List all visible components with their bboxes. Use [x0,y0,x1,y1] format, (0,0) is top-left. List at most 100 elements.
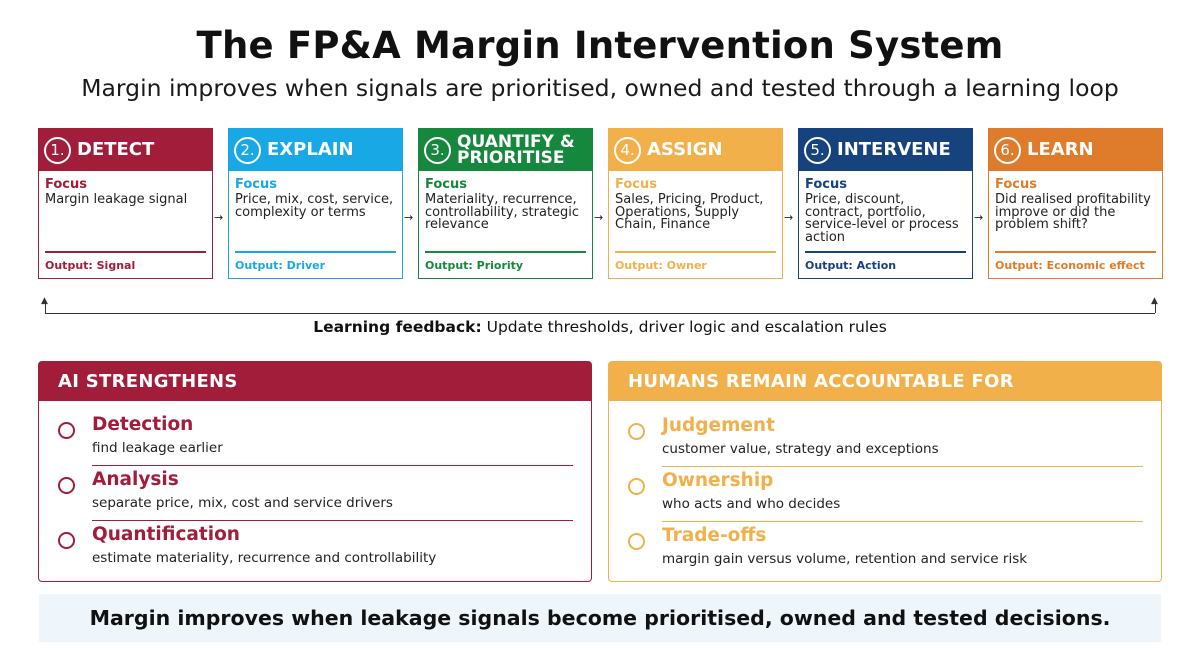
circle-icon [628,533,645,550]
stage-header: 5. INTERVENE [799,129,972,171]
feedback-loop-left-riser [45,300,46,313]
human-accountability-panel: HUMANS REMAIN ACCOUNTABLE FOR Judgement … [608,361,1162,582]
circle-icon [628,478,645,495]
stage-body: Focus Margin leakage signal Output: Sign… [39,171,212,278]
stage-output: Output: Priority [425,259,524,272]
item-divider [92,520,573,521]
learning-feedback: Learning feedback: Update thresholds, dr… [0,318,1200,336]
ai-item-analysis: Analysis separate price, mix, cost and s… [58,469,573,521]
stage-header: 2. EXPLAIN [229,129,402,171]
circle-icon [58,477,75,494]
item-divider [92,465,573,466]
focus-text: Did realised profitability improve or di… [995,192,1151,232]
item-name: Ownership [662,470,774,491]
page-title: The FP&A Margin Intervention System [196,24,1004,67]
circle-icon [628,423,645,440]
stage-header: 1. DETECT [39,129,212,171]
focus-label: Focus [615,177,657,192]
flow-arrow-icon: → [214,211,224,224]
focus-text: Materiality, recurrence, controllability… [425,192,580,232]
stage-title: LEARN [1027,139,1094,160]
item-description: customer value, strategy and exceptions [662,441,939,457]
item-name: Analysis [92,469,179,490]
stage-body: Focus Did realised profitability improve… [989,171,1162,278]
stage-number: 5. [804,136,831,164]
stage-title: INTERVENE [837,139,951,160]
item-divider [662,466,1143,467]
stage-title: QUANTIFY & PRIORITISE [457,132,575,168]
panel-title: AI STRENGTHENS [39,362,591,401]
focus-label: Focus [805,177,847,192]
stage-divider [45,251,206,253]
panel-title: HUMANS REMAIN ACCOUNTABLE FOR [609,362,1161,401]
focus-label: Focus [45,177,87,192]
stage-assign: 4. ASSIGN Focus Sales, Pricing, Product,… [608,128,783,279]
stage-body: Focus Sales, Pricing, Product, Operation… [609,171,782,278]
stage-divider [805,251,966,253]
stage-number: 6. [994,136,1021,164]
stage-output: Output: Economic effect [995,259,1145,272]
arrow-up-icon: ▲ [1151,296,1158,306]
item-name: Quantification [92,524,240,545]
stage-explain: 2. EXPLAIN Focus Price, mix, cost, servi… [228,128,403,279]
item-description: margin gain versus volume, retention and… [662,551,1028,567]
stage-number: 2. [234,136,261,164]
item-name: Trade-offs [662,525,767,546]
stage-learn: 6. LEARN Focus Did realised profitabilit… [988,128,1163,279]
flow-arrow-icon: → [594,211,604,224]
stage-divider [425,251,586,253]
conclusion-banner: Margin improves when leakage signals bec… [39,594,1161,642]
stage-body: Focus Materiality, recurrence, controlla… [419,171,592,278]
stage-header: 4. ASSIGN [609,129,782,171]
item-name: Judgement [662,415,775,436]
stage-output: Output: Driver [235,259,326,272]
stage-title: EXPLAIN [267,139,354,160]
stage-output: Output: Signal [45,259,136,272]
human-item-judgement: Judgement customer value, strategy and e… [628,415,1143,467]
stage-quantify-prioritise: 3. QUANTIFY & PRIORITISE Focus Materiali… [418,128,593,279]
stage-body: Focus Price, mix, cost, service, complex… [229,171,402,278]
item-name: Detection [92,414,194,435]
focus-label: Focus [425,177,467,192]
focus-text: Price, mix, cost, service, complexity or… [235,192,394,220]
feedback-loop-right-riser [1155,300,1156,313]
stage-detect: 1. DETECT Focus Margin leakage signal Ou… [38,128,213,279]
stage-body: Focus Price, discount, contract, portfol… [799,171,972,278]
stage-divider [995,251,1156,253]
human-item-trade-offs: Trade-offs margin gain versus volume, re… [628,525,1143,577]
feedback-label: Learning feedback: [313,318,482,336]
stage-title: ASSIGN [647,139,723,160]
stage-output: Output: Action [805,259,897,272]
stage-output: Output: Owner [615,259,707,272]
stage-header: 6. LEARN [989,129,1162,171]
stage-divider [615,251,776,253]
stage-number: 4. [614,136,641,164]
flow-arrow-icon: → [784,211,794,224]
item-description: estimate materiality, recurrence and con… [92,550,437,566]
stage-number: 3. [424,136,451,164]
stage-title: DETECT [77,139,155,160]
human-item-ownership: Ownership who acts and who decides [628,470,1143,522]
focus-label: Focus [235,177,277,192]
flow-arrow-icon: → [404,211,414,224]
item-description: separate price, mix, cost and service dr… [92,495,393,511]
stage-intervene: 5. INTERVENE Focus Price, discount, cont… [798,128,973,279]
arrow-up-icon: ▲ [41,296,48,306]
ai-item-quantification: Quantification estimate materiality, rec… [58,524,573,576]
focus-text: Margin leakage signal [45,192,188,207]
item-description: find leakage earlier [92,440,223,456]
circle-icon [58,422,75,439]
flow-arrow-icon: → [974,211,984,224]
focus-text: Price, discount, contract, portfolio, se… [805,192,959,245]
stage-header: 3. QUANTIFY & PRIORITISE [419,129,592,171]
feedback-text: Update thresholds, driver logic and esca… [481,318,887,336]
feedback-loop-line [45,313,1155,314]
focus-label: Focus [995,177,1037,192]
page-subtitle: Margin improves when signals are priorit… [81,74,1119,102]
ai-strengths-panel: AI STRENGTHENS Detection find leakage ea… [38,361,592,582]
stage-divider [235,251,396,253]
ai-item-detection: Detection find leakage earlier [58,414,573,466]
circle-icon [58,532,75,549]
focus-text: Sales, Pricing, Product, Operations, Sup… [615,192,764,232]
stage-number: 1. [44,136,71,164]
